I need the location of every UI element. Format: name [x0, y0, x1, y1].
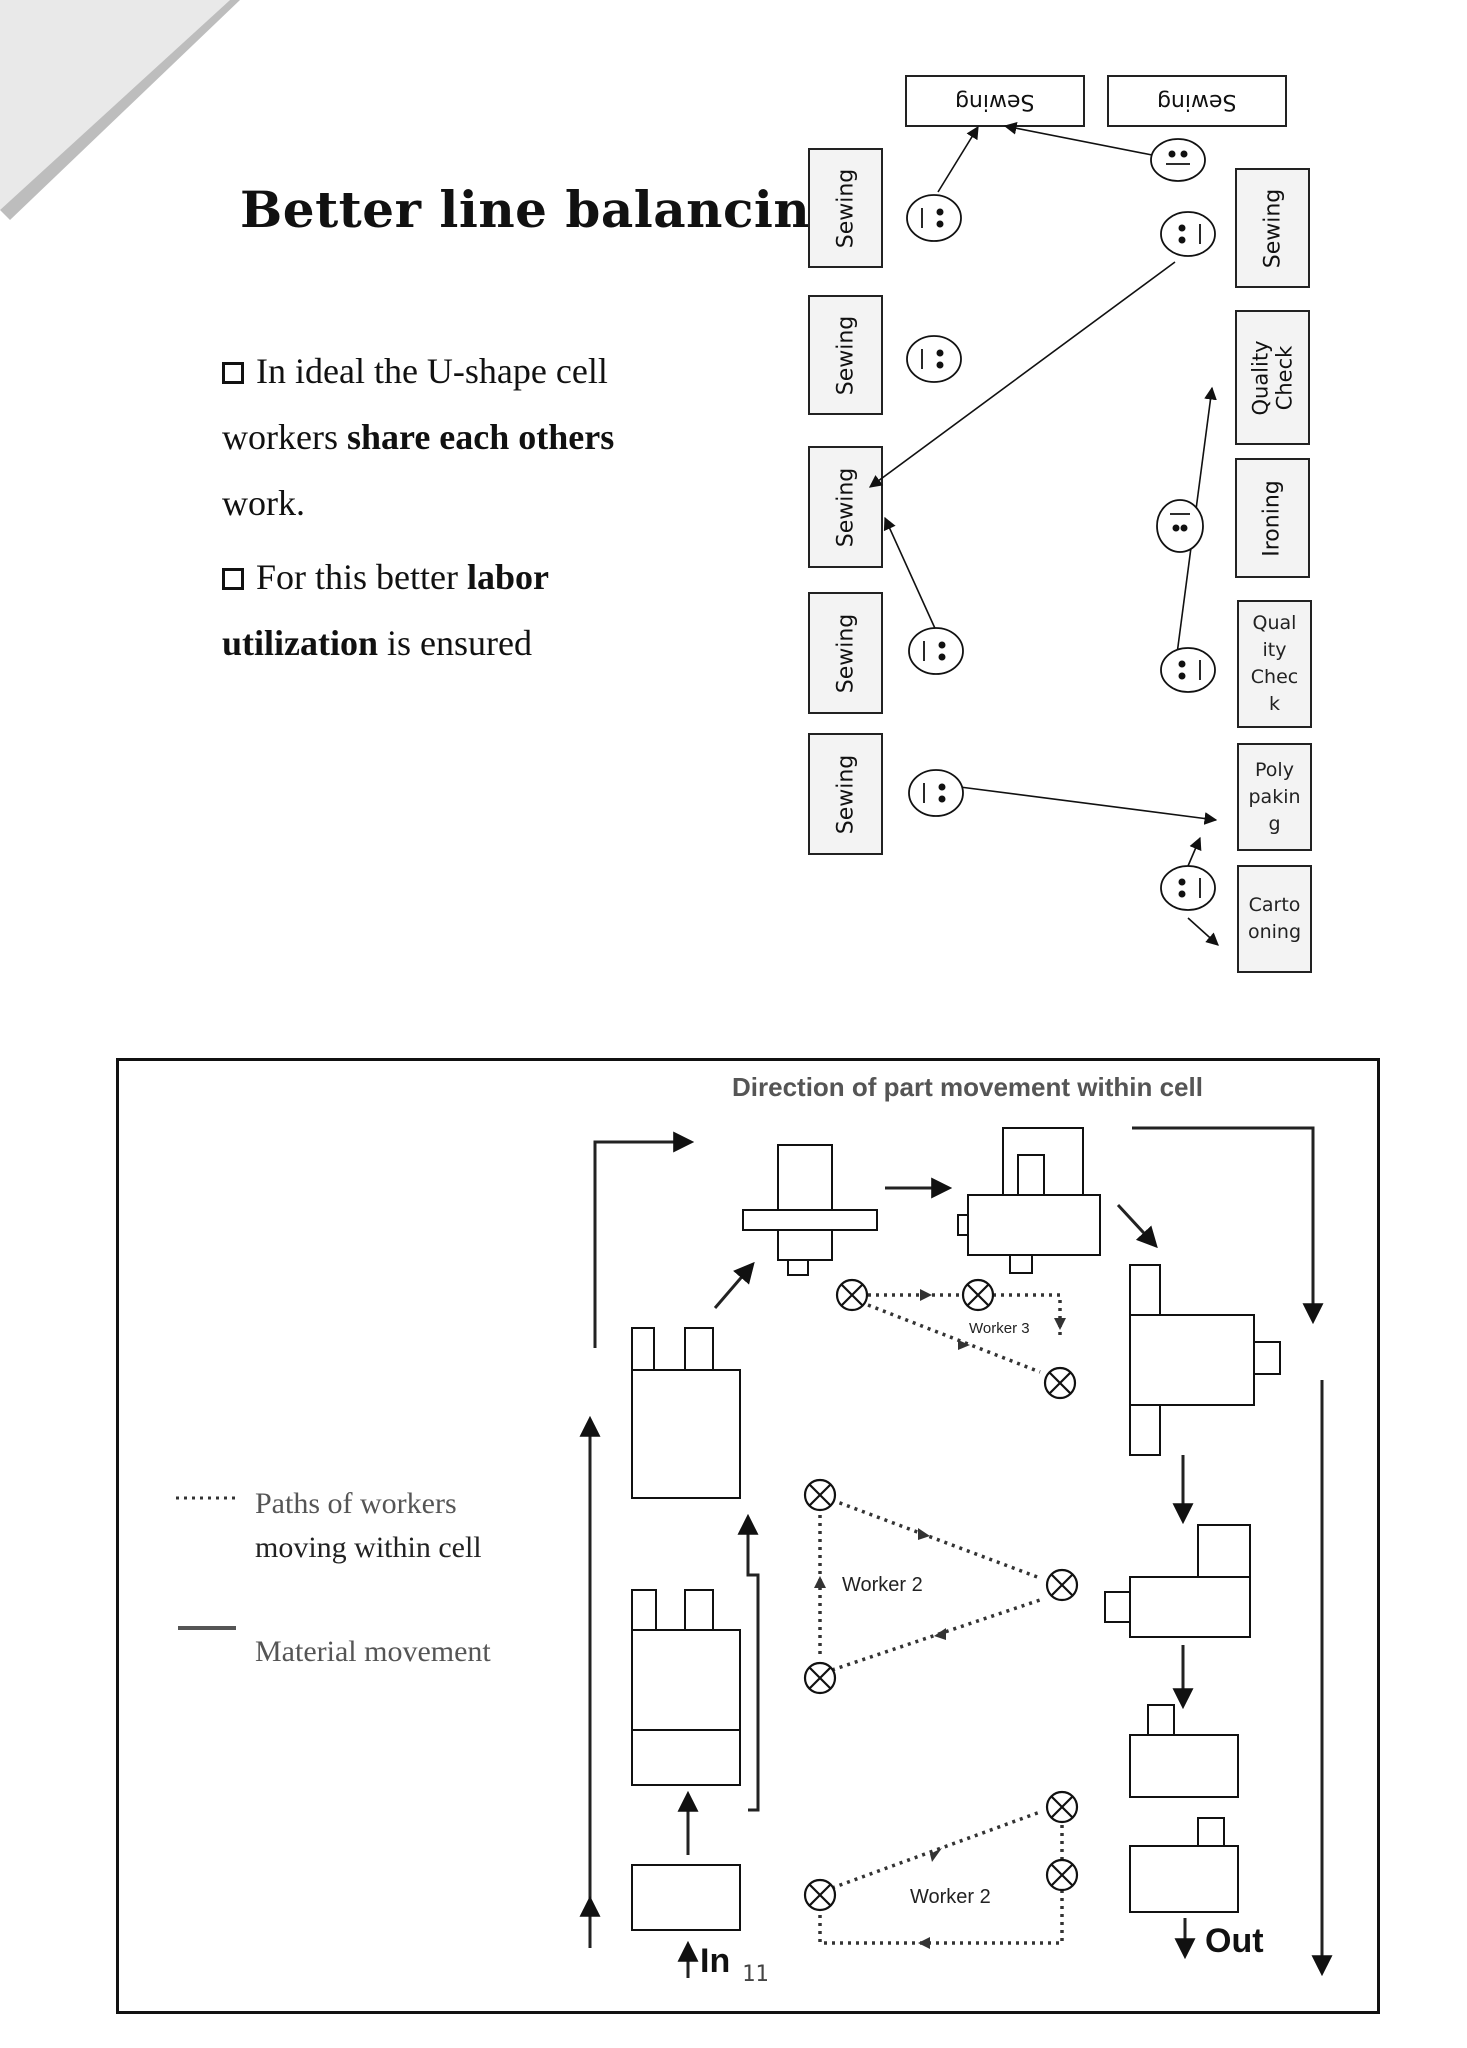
bullet-1: In ideal the U-shape cell workers share …	[222, 338, 782, 536]
station-top-2: Sewing	[1107, 75, 1287, 127]
legend-material: Material movement	[255, 1635, 491, 1668]
cell-diagram-frame	[116, 1058, 1380, 2014]
station-left-1: Sewing	[808, 148, 883, 268]
station-left-3: Sewing	[808, 446, 883, 568]
worker-face-icon	[906, 335, 962, 383]
out-label: Out	[1205, 1922, 1264, 1960]
checkbox-icon	[222, 568, 244, 590]
worker-face-icon	[908, 627, 964, 675]
station-left-5: Sewing	[808, 733, 883, 855]
slide-title: Better line balancing	[240, 180, 846, 239]
station-right-ironing: Ironing	[1235, 458, 1310, 578]
cell-diagram-title: Direction of part movement within cell	[732, 1072, 1203, 1102]
bullet-1-line2: workers share each others	[222, 417, 615, 457]
worker-face-icon	[1156, 499, 1204, 553]
worker-face-icon	[1160, 211, 1216, 257]
station-top-1: Sewing	[905, 75, 1085, 127]
worker-face-icon	[1150, 138, 1206, 182]
in-label: In	[700, 1942, 731, 1980]
bullet-2: For this better labor utilization is ens…	[222, 544, 782, 676]
station-right-qual-ity-check: Qual ity Chec k	[1237, 600, 1312, 728]
station-left-4: Sewing	[808, 592, 883, 714]
bullet-1-line3: work.	[222, 483, 305, 523]
station-right-quality-check: Quality Check	[1235, 310, 1310, 445]
bullet-2-line2: utilization is ensured	[222, 623, 532, 663]
station-right-cartooning: Carto oning	[1237, 865, 1312, 973]
bullet-2-line1: For this better labor	[222, 544, 782, 610]
worker-face-icon	[1160, 865, 1216, 911]
page-number: 11	[742, 1962, 769, 1987]
worker-face-icon	[906, 194, 962, 242]
page-corner-fold	[0, 0, 240, 220]
worker-face-icon	[908, 769, 964, 817]
worker-face-icon	[1160, 647, 1216, 693]
worker-label: Worker 2	[910, 1886, 991, 1908]
legend-paths: Paths of workers moving within cell	[255, 1487, 482, 1564]
worker-label: Worker 2	[842, 1574, 923, 1596]
checkbox-icon	[222, 362, 244, 384]
station-left-2: Sewing	[808, 295, 883, 415]
station-right-poly-packing: Poly pakin g	[1237, 743, 1312, 851]
bullet-1-line1: In ideal the U-shape cell	[222, 338, 782, 404]
worker-label: Worker 3	[969, 1320, 1030, 1337]
station-right-sewing: Sewing	[1235, 168, 1310, 288]
